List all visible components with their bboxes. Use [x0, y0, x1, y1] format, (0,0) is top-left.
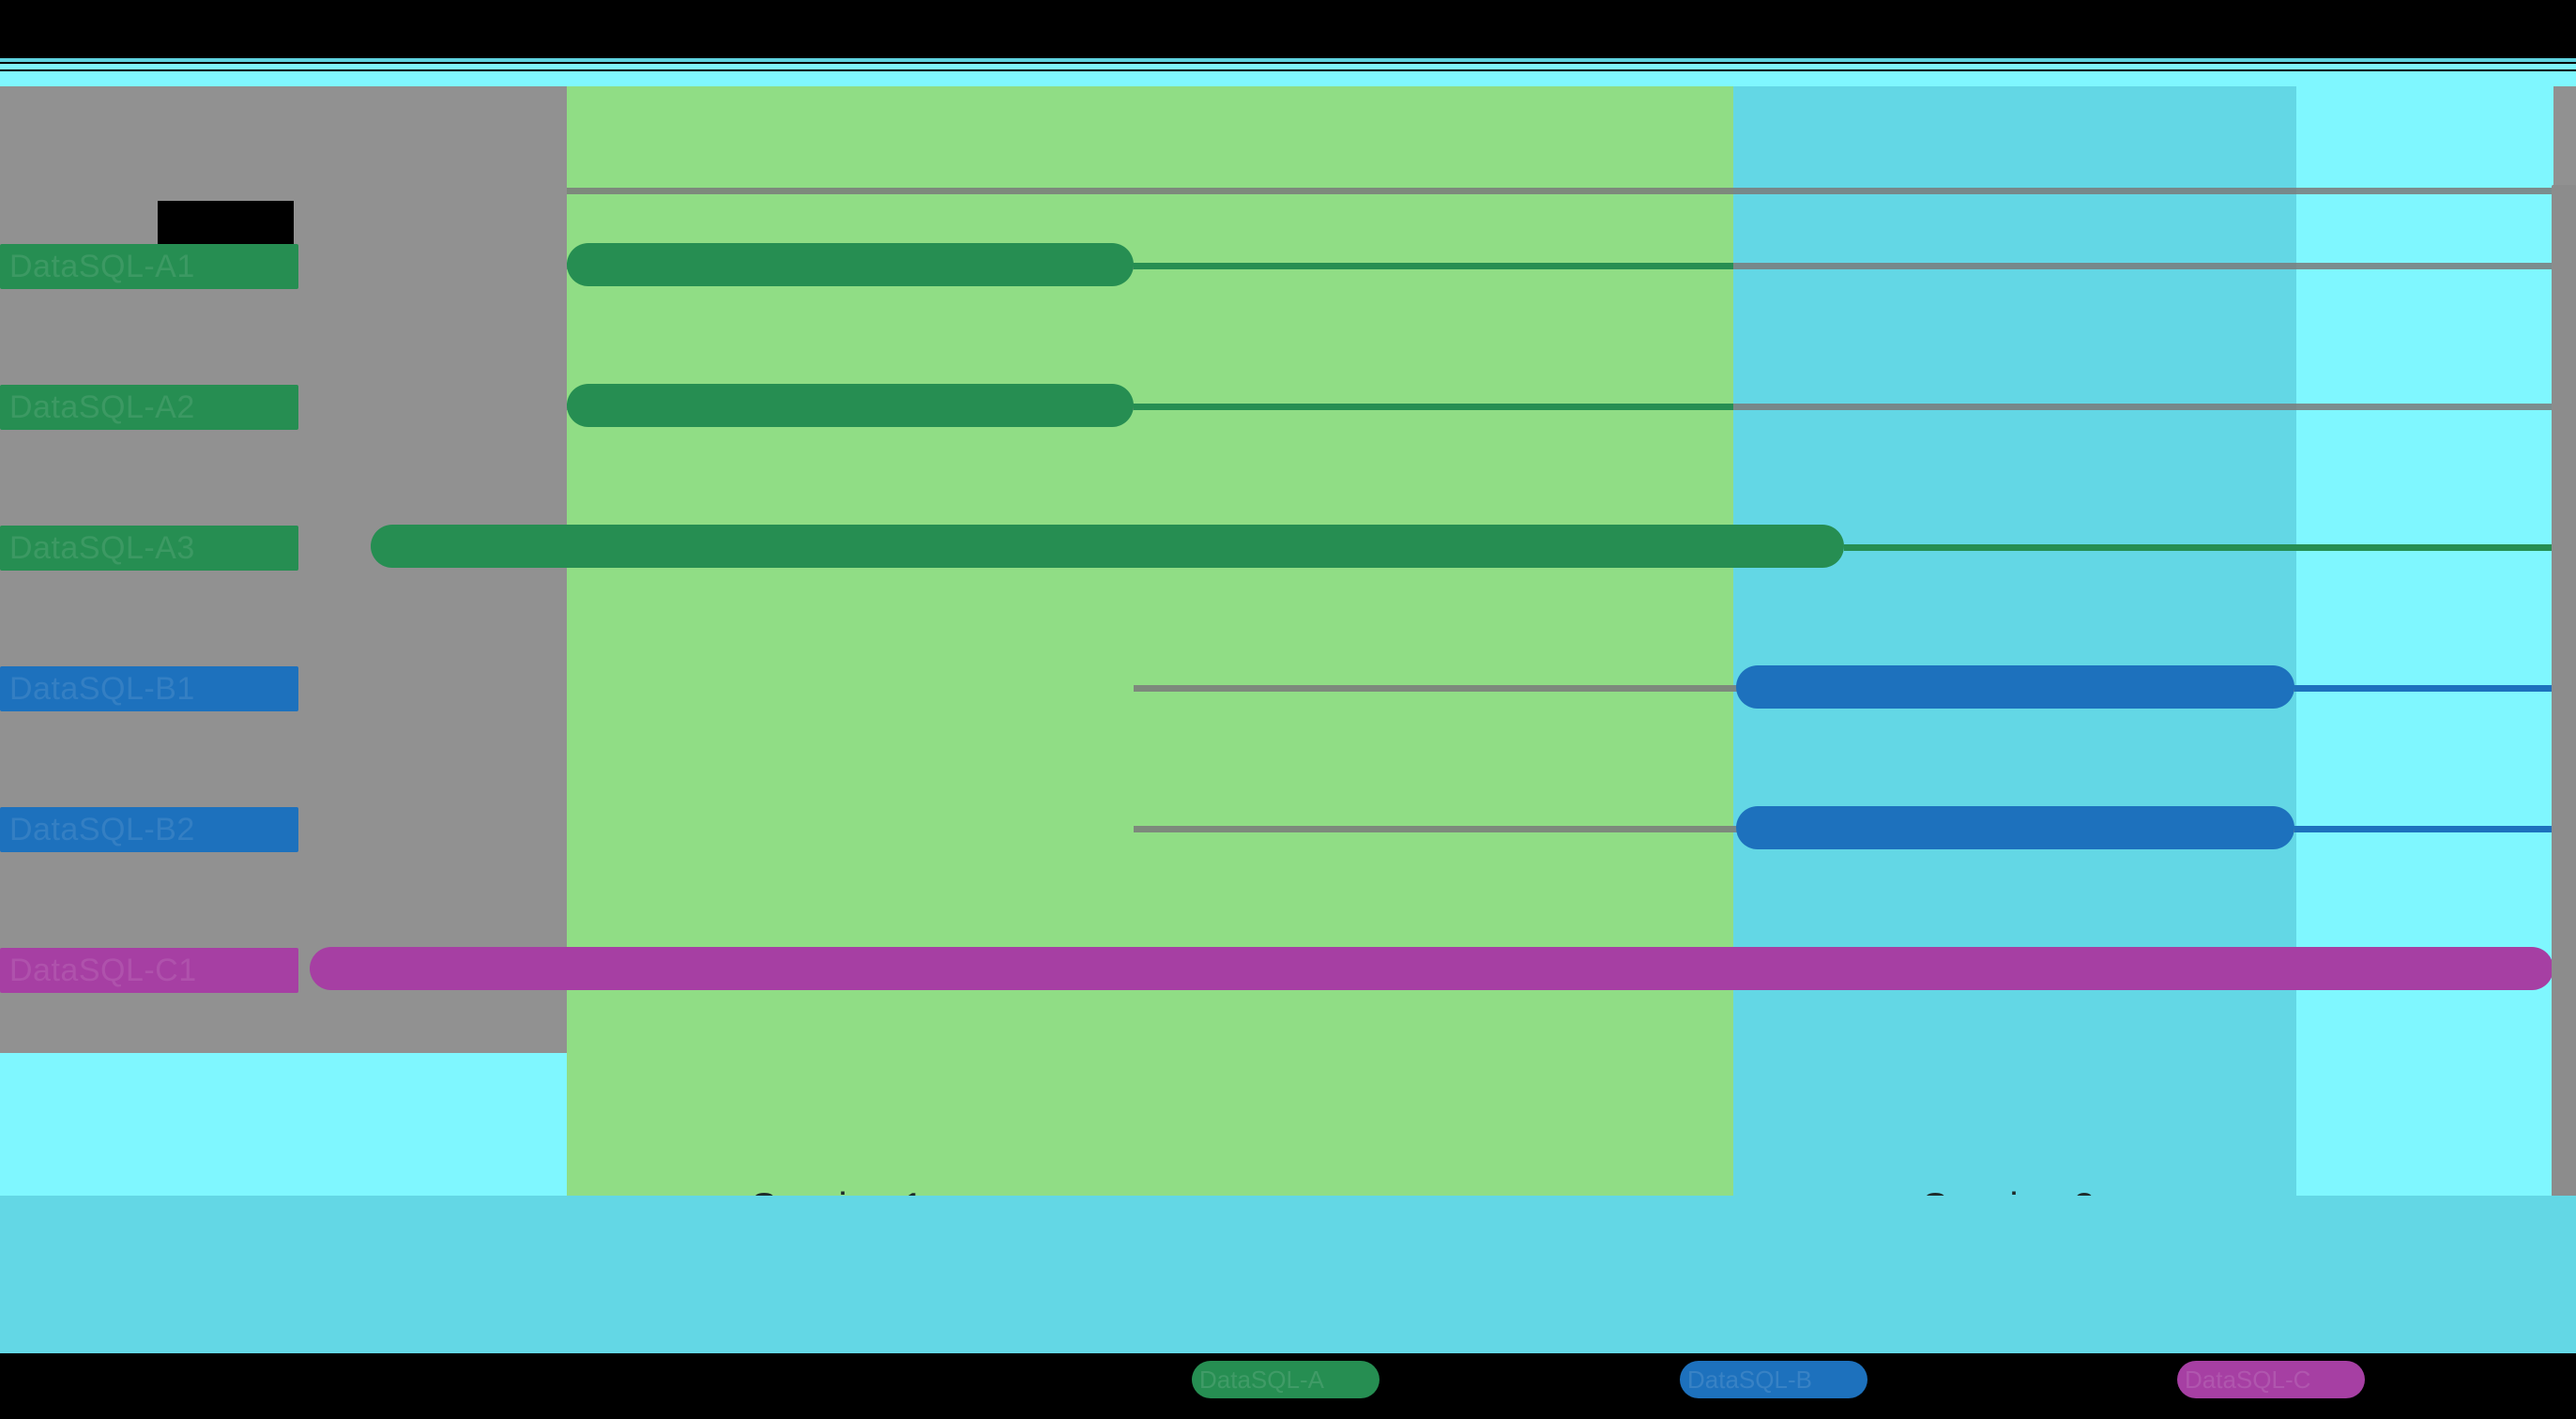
gantt-bar[interactable]	[567, 243, 1134, 286]
gridline	[567, 188, 2553, 194]
legend-strip	[0, 1196, 2576, 1353]
row-label-6[interactable]: DataSQL-C1	[0, 948, 298, 993]
bar-tail	[2294, 685, 2553, 692]
row-label-3[interactable]: DataSQL-A3	[0, 526, 298, 571]
vertical-scrollbar[interactable]	[2552, 86, 2576, 1248]
row-label-4[interactable]: DataSQL-B1	[0, 666, 298, 711]
scrollbar-thumb[interactable]	[2552, 185, 2576, 1248]
legend-item-datasql-b[interactable]: DataSQL-B	[1680, 1361, 1867, 1398]
top-rail-outer	[0, 58, 2576, 62]
gantt-bar[interactable]	[567, 384, 1134, 427]
session-caption-1: Session 1	[751, 1184, 923, 1196]
bar-tail	[1844, 544, 2553, 551]
gantt-bar[interactable]	[1736, 665, 2294, 709]
footer-band	[0, 1053, 567, 1196]
legend-item-datasql-c[interactable]: DataSQL-C	[2177, 1361, 2365, 1398]
gantt-bar[interactable]	[1736, 806, 2294, 849]
top-rail-mid	[0, 64, 2576, 69]
legend-item-datasql-a[interactable]: DataSQL-A	[1192, 1361, 1379, 1398]
row-label-5[interactable]: DataSQL-B2	[0, 807, 298, 852]
top-rail-inner	[0, 71, 2576, 86]
bar-tail	[1134, 404, 1733, 410]
session-band-2	[1733, 86, 2296, 1196]
row-label-1[interactable]: DataSQL-A1	[0, 244, 298, 289]
gantt-bar[interactable]	[310, 947, 2553, 990]
session-band-3	[2296, 86, 2553, 1196]
chart-title-redacted	[158, 201, 294, 246]
session-caption-2: Session 2	[1922, 1184, 2095, 1196]
bar-tail	[2294, 826, 2553, 832]
row-label-2[interactable]: DataSQL-A2	[0, 385, 298, 430]
gantt-bar[interactable]	[371, 525, 1844, 568]
bar-tail	[1134, 263, 1733, 269]
